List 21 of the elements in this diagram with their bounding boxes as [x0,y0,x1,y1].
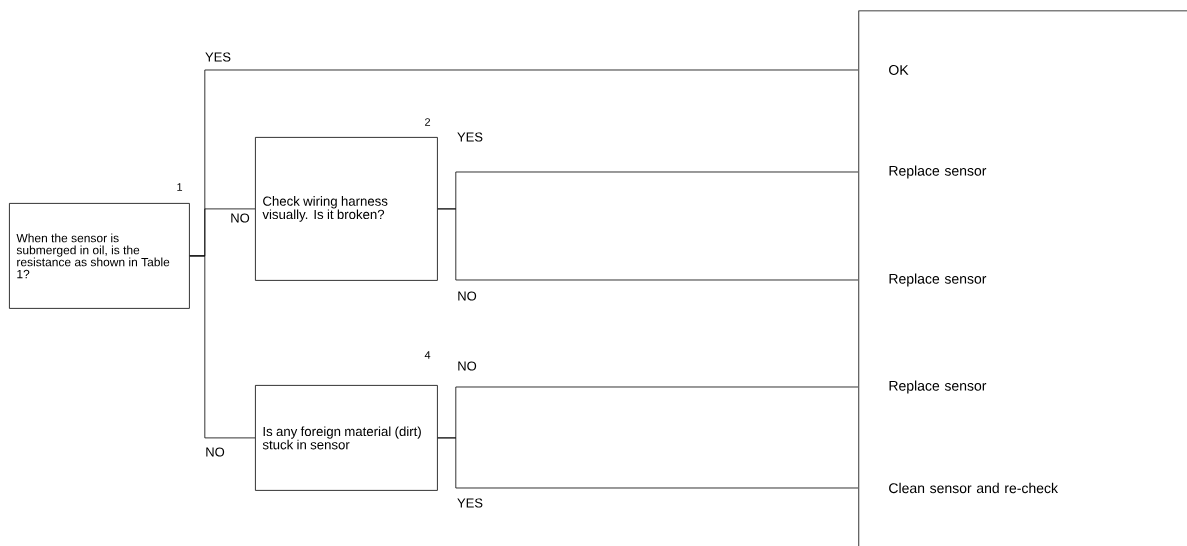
decision-box: When the sensor is submerged in oil, is the resistance as shown in Table 1? [9,203,190,309]
callout-number: 1 [177,183,183,191]
decision-box: Is any foreign material (dirt) stuck in sensor [255,385,438,491]
result-text: OK [889,65,909,75]
edge-label: NO [204,446,226,458]
edge-label: NO [456,290,478,302]
callout-number: 2 [425,118,431,126]
decision-box: Check wiring harness visually. Is it broken? [255,137,438,281]
result-text: Replace sensor [889,273,987,287]
connector-line [437,208,859,281]
edge-label: YES [456,497,484,509]
result-text: Replace sensor [889,165,987,179]
callout-number: 4 [424,351,431,359]
connector-line [437,437,859,489]
connector-line [189,255,256,439]
result-text: Replace sensor [889,380,987,394]
edge-label: YES [456,131,484,143]
edge-label: NO [229,212,251,224]
result-text: Clean sensor and re-check [889,482,1058,494]
edge-label: NO [456,360,478,372]
edge-label: YES [204,51,232,63]
